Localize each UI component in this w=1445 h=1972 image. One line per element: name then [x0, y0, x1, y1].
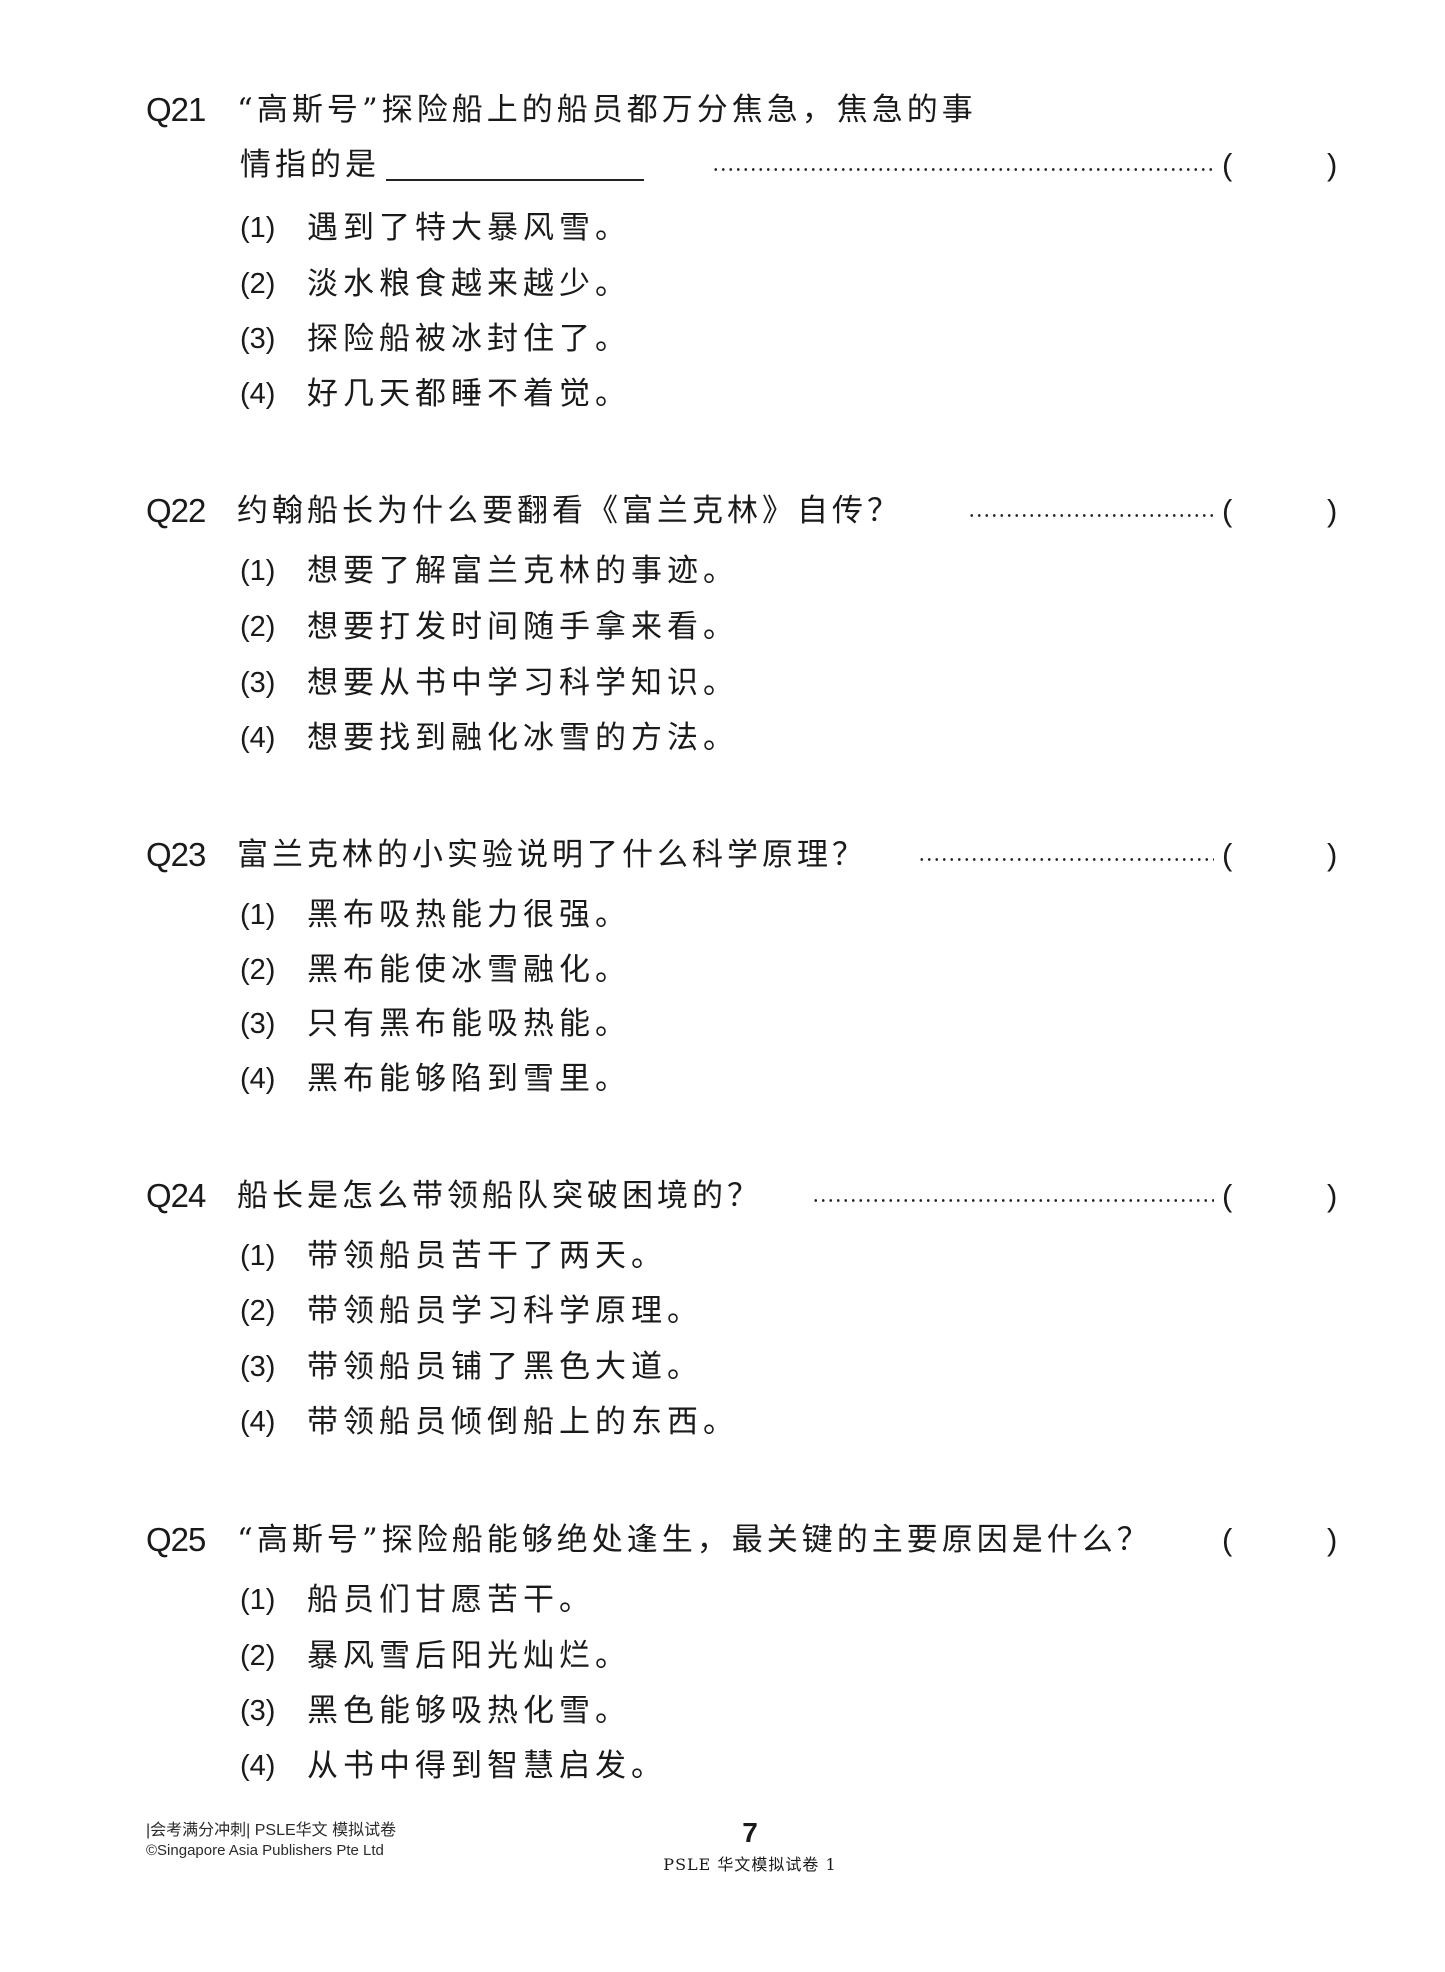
option-label: (2)	[240, 954, 276, 986]
stem-text: 情指的是	[240, 147, 380, 183]
option-4[interactable]: (4) 黑布能够陷到雪里。	[0, 1057, 900, 1101]
option-1[interactable]: (1) 想要了解富兰克林的事迹。	[0, 549, 900, 593]
option-label: (3)	[240, 323, 276, 355]
option-label: (4)	[240, 1406, 276, 1438]
option-label: (4)	[240, 1063, 276, 1095]
option-label: (1)	[240, 1584, 276, 1616]
question-stem-continued: 情指的是	[240, 143, 644, 187]
option-text: 想要从书中学习科学知识。	[307, 665, 739, 701]
question-stem: “高斯号”探险船能够绝处逢生，最关键的主要原因是什么？	[237, 1522, 1152, 1558]
question-stem-line: Q21 “高斯号”探险船上的船员都万分焦急，焦急的事	[0, 88, 1445, 132]
option-3[interactable]: (3) 带领船员铺了黑色大道。	[0, 1345, 900, 1389]
copyright-notice: ©Singapore Asia Publishers Pte Ltd	[146, 1842, 384, 1859]
option-4[interactable]: (4) 从书中得到智慧启发。	[0, 1744, 900, 1788]
question-stem-line: Q22 约翰船长为什么要翻看《富兰克林》自传？ ( )	[0, 489, 1445, 533]
option-text: 想要了解富兰克林的事迹。	[307, 553, 739, 589]
question-number: Q22	[146, 492, 206, 529]
option-text: 带领船员学习科学原理。	[307, 1293, 703, 1329]
answer-bracket-close[interactable]: )	[1327, 1178, 1338, 1213]
answer-bracket-open[interactable]: (	[1222, 1178, 1233, 1213]
option-text: 只有黑布能吸热能。	[307, 1006, 631, 1042]
option-1[interactable]: (1) 遇到了特大暴风雪。	[0, 206, 900, 250]
option-text: 带领船员铺了黑色大道。	[307, 1349, 703, 1385]
option-text: 淡水粮食越来越少。	[307, 266, 631, 302]
option-text: 探险船被冰封住了。	[307, 321, 631, 357]
question-number: Q21	[146, 91, 206, 128]
answer-bracket-open[interactable]: (	[1222, 147, 1233, 182]
option-4[interactable]: (4) 带领船员倾倒船上的东西。	[0, 1400, 900, 1444]
option-2[interactable]: (2) 想要打发时间随手拿来看。	[0, 605, 900, 649]
option-label: (4)	[240, 378, 276, 410]
question-stem: “高斯号”探险船上的船员都万分焦急，焦急的事	[237, 92, 977, 128]
page-number: 7	[742, 1817, 758, 1848]
question-stem-line: Q24 船长是怎么带领船队突破困境的？ ( )	[0, 1174, 1445, 1218]
option-text: 带领船员苦干了两天。	[307, 1238, 667, 1274]
question-number: Q23	[146, 836, 206, 873]
dotted-leader	[712, 143, 1214, 187]
option-label: (4)	[240, 1750, 276, 1782]
option-3[interactable]: (3) 想要从书中学习科学知识。	[0, 661, 900, 705]
option-1[interactable]: (1) 船员们甘愿苦干。	[0, 1578, 900, 1622]
option-label: (4)	[240, 722, 276, 754]
option-label: (3)	[240, 1351, 276, 1383]
option-2[interactable]: (2) 带领船员学习科学原理。	[0, 1289, 900, 1333]
question-stem-line: Q23 富兰克林的小实验说明了什么科学原理？ ( )	[0, 833, 1445, 877]
question-stem: 约翰船长为什么要翻看《富兰克林》自传？	[237, 493, 902, 529]
option-text: 船员们甘愿苦干。	[307, 1582, 595, 1618]
option-text: 暴风雪后阳光灿烂。	[307, 1638, 631, 1674]
option-label: (2)	[240, 611, 276, 643]
dotted-leader	[968, 489, 1214, 533]
option-text: 遇到了特大暴风雪。	[307, 210, 631, 246]
option-text: 从书中得到智慧启发。	[307, 1748, 667, 1784]
option-label: (1)	[240, 555, 276, 587]
option-4[interactable]: (4) 好几天都睡不着觉。	[0, 372, 900, 416]
option-text: 黑色能够吸热化雪。	[307, 1693, 631, 1729]
option-label: (1)	[240, 899, 276, 931]
answer-bracket-close[interactable]: )	[1327, 837, 1338, 872]
option-label: (2)	[240, 1295, 276, 1327]
option-2[interactable]: (2) 黑布能使冰雪融化。	[0, 948, 900, 992]
question-stem-line: 情指的是 ( )	[0, 143, 1445, 187]
option-label: (3)	[240, 667, 276, 699]
option-text: 好几天都睡不着觉。	[307, 376, 631, 412]
paper-name: PSLE 华文模拟试卷 1	[663, 1855, 837, 1874]
answer-bracket-close[interactable]: )	[1327, 493, 1338, 528]
option-4[interactable]: (4) 想要找到融化冰雪的方法。	[0, 716, 900, 760]
answer-bracket-open[interactable]: (	[1222, 1522, 1233, 1557]
option-text: 想要找到融化冰雪的方法。	[307, 720, 739, 756]
option-text: 带领船员倾倒船上的东西。	[307, 1404, 739, 1440]
option-3[interactable]: (3) 探险船被冰封住了。	[0, 317, 900, 361]
fill-in-blank-line[interactable]	[386, 149, 644, 181]
question-stem: 船长是怎么带领船队突破困境的？	[237, 1178, 762, 1214]
dotted-leader	[918, 833, 1214, 877]
answer-bracket-close[interactable]: )	[1327, 147, 1338, 182]
option-label: (3)	[240, 1695, 276, 1727]
question-number: Q25	[146, 1521, 206, 1558]
answer-bracket-close[interactable]: )	[1327, 1522, 1338, 1557]
answer-bracket-open[interactable]: (	[1222, 837, 1233, 872]
option-label: (3)	[240, 1008, 276, 1040]
option-3[interactable]: (3) 黑色能够吸热化雪。	[0, 1689, 900, 1733]
option-text: 黑布能够陷到雪里。	[307, 1061, 631, 1097]
option-1[interactable]: (1) 黑布吸热能力很强。	[0, 893, 900, 937]
option-label: (2)	[240, 268, 276, 300]
option-2[interactable]: (2) 淡水粮食越来越少。	[0, 262, 900, 306]
series-title: |会考满分冲刺| PSLE华文 模拟试卷	[146, 1822, 397, 1839]
option-text: 想要打发时间随手拿来看。	[307, 609, 739, 645]
question-stem: 富兰克林的小实验说明了什么科学原理？	[237, 837, 867, 873]
question-stem-line: Q25 “高斯号”探险船能够绝处逢生，最关键的主要原因是什么？ ( )	[0, 1518, 1445, 1562]
option-text: 黑布吸热能力很强。	[307, 897, 631, 933]
option-3[interactable]: (3) 只有黑布能吸热能。	[0, 1002, 900, 1046]
option-text: 黑布能使冰雪融化。	[307, 952, 631, 988]
footer-publisher: |会考满分冲刺| PSLE华文 模拟试卷 ©Singapore Asia Pub…	[146, 1820, 396, 1860]
option-2[interactable]: (2) 暴风雪后阳光灿烂。	[0, 1634, 900, 1678]
option-label: (2)	[240, 1640, 276, 1672]
option-1[interactable]: (1) 带领船员苦干了两天。	[0, 1234, 900, 1278]
dotted-leader	[812, 1174, 1214, 1218]
option-label: (1)	[240, 1240, 276, 1272]
question-number: Q24	[146, 1177, 206, 1214]
answer-bracket-open[interactable]: (	[1222, 493, 1233, 528]
option-label: (1)	[240, 212, 276, 244]
footer-page-info: 7 PSLE 华文模拟试卷 1	[600, 1818, 900, 1878]
